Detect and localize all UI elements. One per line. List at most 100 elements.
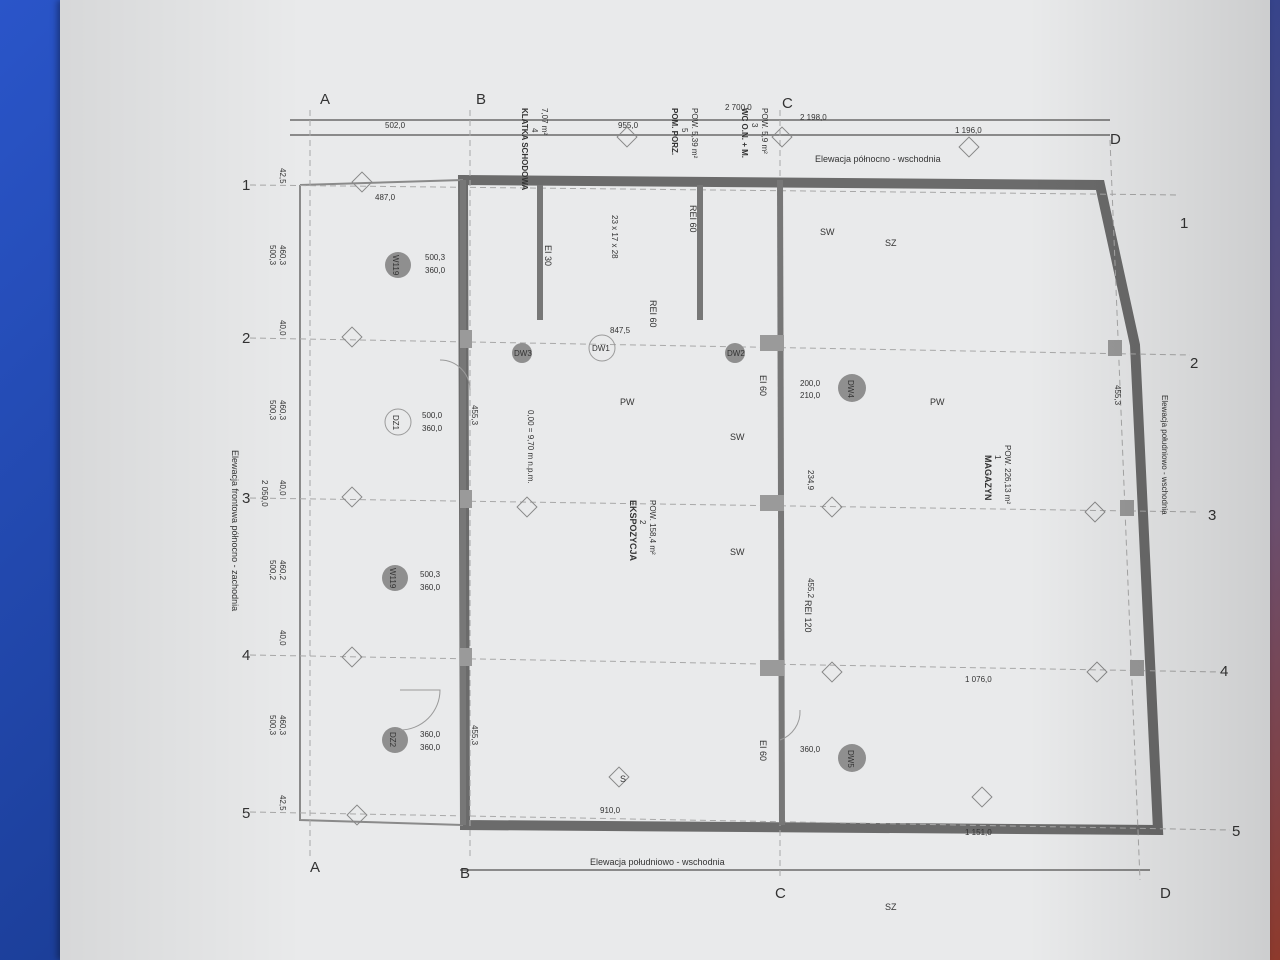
dimension: 455,3 [1113,385,1122,406]
axis-number-2-right: 2 [1190,355,1198,372]
dimension: 500,3 [268,400,277,421]
dimension: 360,0 [420,730,441,739]
side-dimensions: 42,5 460,3 500,3 40,0 460,3 500,3 2 050,… [260,168,287,811]
section-label: SZ [885,238,897,248]
elevation-south-west: Elewacja południowo - wschodnia [590,857,725,867]
columns [460,330,1144,676]
section-label: SW [730,547,745,557]
floor-plan-sheet: A B C D A B C D 1 2 3 4 5 1 2 3 4 5 Elew… [60,0,1270,960]
dimension: 500,3 [425,253,446,262]
section-label: SW [820,227,835,237]
axis-number-5: 5 [242,805,250,822]
room-name: WC O.N. + M. [740,108,749,158]
axis-letter-a-bottom: A [310,859,320,876]
dimension: 2 700,0 [725,103,752,112]
elevation-front: Elewacja frontowa północno - zachodnia [230,450,240,611]
axis-letter-b: B [476,91,486,108]
dimension: 487,0 [375,193,396,202]
dimension: 455,3 [470,725,479,746]
axis-letter-c: C [782,95,793,112]
dimension: 1 151,0 [965,828,992,837]
dimension: 455,3 [470,405,479,426]
door-label: DZ2 [388,732,397,748]
room-area: POW. 5,39 m² [690,108,699,159]
axis-number-4-right: 4 [1220,663,1228,680]
window-label: W119 [391,255,400,276]
dimension: 40,0 [278,480,287,496]
dimension: 502,0 [385,121,406,130]
fire-rating: REI 120 [803,600,813,633]
door-label: DW1 [592,344,610,353]
dimension: 210,0 [800,391,821,400]
room-name: KLATKA SCHODOWA [520,108,529,190]
door-window-markers [382,252,866,772]
cover-title: Mistrz [0,120,7,300]
section-markers [341,126,1108,826]
door-label: DZ1 [391,415,400,431]
dimension: 455,2 [806,578,815,599]
axis-letter-d: D [1110,131,1121,148]
magazine-cover: Mistrz [0,0,60,960]
dimension: 1 076,0 [965,675,992,684]
stair-note: 23 x 17 x 28 [610,215,619,259]
dimension: 500,3 [420,570,441,579]
fire-rating: REI 60 [648,300,658,328]
fire-rating: REI 60 [688,205,698,233]
dimension: 360,0 [422,424,443,433]
dimension: 360,0 [800,745,821,754]
door-label: DW4 [846,380,855,398]
dimension: 2 198,0 [800,113,827,122]
dimension: 955,0 [618,121,639,130]
axis-letter-c-bottom: C [775,885,786,902]
room-name: POM. PORZ. [670,108,679,155]
axis-number-4: 4 [242,647,250,664]
section-label: PW [620,397,635,407]
room-area: POW. 158,4 m² [648,500,657,555]
room-wc: WC O.N. + M. 3 POW. 5,9 m² [740,108,769,158]
dimension: 1 196,0 [955,126,982,135]
room-name: EKSPOZYCJA [628,500,638,562]
room-number: 3 [750,123,759,128]
dimension: 910,0 [600,806,621,815]
dimension: 360,0 [420,743,441,752]
dimension: 42,5 [278,795,287,811]
fire-rating: EI 60 [758,740,768,761]
floor-plan-drawing: A B C D A B C D 1 2 3 4 5 1 2 3 4 5 Elew… [230,91,1240,912]
section-label: S [620,774,626,784]
door-label: DW5 [846,750,855,768]
section-label: SZ [885,902,897,912]
room-area: 7,07 m² [540,108,549,135]
grid-lines [249,110,1231,881]
window-label: W119 [388,568,397,589]
dimension: 2 050,0 [260,480,269,507]
dimension: 40,0 [278,630,287,646]
interior-walls [460,179,785,826]
dimension: 500,3 [268,245,277,266]
misc-dimensions: 487,0 500,3 360,0 500,0 360,0 500,3 360,… [375,193,1122,837]
room-number: 5 [680,128,689,133]
elevation-south-east: Elewacja południowo - wschodnia [1160,395,1169,515]
axis-number-2: 2 [242,330,250,347]
section-labels: S SW PW PW SZ SZ SW SW [620,227,945,912]
axis-number-1-right: 1 [1180,215,1188,232]
dimension: 460,3 [278,715,287,736]
dimension: 500,2 [268,560,277,581]
dimension: 847,5 [610,326,631,335]
dimension: 500,0 [422,411,443,420]
axis-letter-d-bottom: D [1160,885,1171,902]
room-number: 1 [993,455,1002,460]
room-number: 2 [638,520,647,525]
dimension: 460,3 [278,245,287,266]
dimension: 360,0 [425,266,446,275]
axis-number-5-right: 5 [1232,823,1240,840]
axis-number-3: 3 [242,490,250,507]
level-note: 0,00 = 9,70 m n.p.m. [526,410,535,484]
room-ekspozycja: EKSPOZYCJA 2 POW. 158,4 m² [628,500,657,562]
dimension: 500,3 [268,715,277,736]
section-label: SW [730,432,745,442]
axis-number-3-right: 3 [1208,507,1216,524]
fire-rating: EI 30 [543,245,553,266]
door-label: DW2 [727,349,745,358]
room-magazyn: MAGAZYN 1 POW. 226,13 m² [983,445,1012,504]
room-area: POW. 5,9 m² [760,108,769,154]
